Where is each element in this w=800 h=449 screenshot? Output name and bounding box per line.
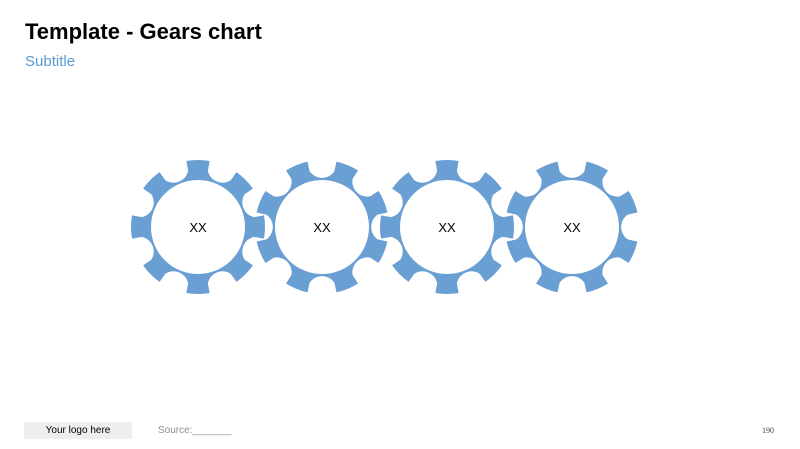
gear-3: XX [380, 160, 514, 294]
source-note: Source:_______ [158, 425, 232, 436]
gear-center [151, 180, 245, 274]
page-number: 190 [762, 426, 774, 435]
slide-subtitle: Subtitle [25, 53, 76, 70]
gear-1: XX [131, 160, 265, 294]
gear-center [400, 180, 494, 274]
slide-title: Template - Gears chart [25, 19, 262, 44]
gear-2: XX [256, 161, 388, 293]
gear-4: XX [506, 161, 638, 293]
logo-placeholder: Your logo here [24, 422, 132, 439]
gear-label: XX [563, 220, 581, 235]
gear-label: XX [438, 220, 456, 235]
gear-center [275, 180, 369, 274]
gear-label: XX [313, 220, 331, 235]
gear-label: XX [189, 220, 207, 235]
gear-center [525, 180, 619, 274]
